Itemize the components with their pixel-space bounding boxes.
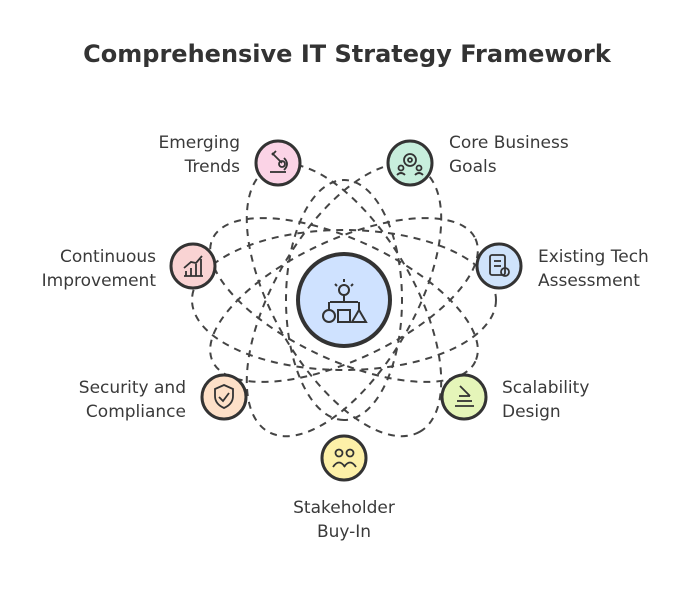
node-emerging-trends: [254, 139, 302, 187]
diagram-title: Comprehensive IT Strategy Framework: [83, 40, 611, 68]
label-core-business-goals: Core Business Goals: [449, 133, 569, 177]
center-hub: [296, 252, 392, 348]
strategy-flowchart-icon: [322, 279, 368, 323]
node-core-business-goals: [386, 139, 434, 187]
label-security-and-compliance: Security and Compliance: [78, 378, 186, 422]
label-emerging-trends: Emerging Trends: [158, 133, 240, 177]
node-security-and-compliance: [200, 373, 248, 421]
people-icon: [332, 448, 357, 468]
node-scalability-design: [440, 373, 488, 421]
orbit-ellipse: [285, 179, 403, 421]
orbit-ellipse: [209, 217, 479, 383]
node-stakeholder-buy-in: [320, 434, 368, 482]
microscope-icon: [270, 150, 288, 173]
label-continuous-improvement: Continuous Improvement: [41, 247, 156, 291]
label-stakeholder-buy-in: Stakeholder Buy-In: [293, 498, 395, 542]
team-goals-icon: [396, 153, 424, 176]
label-scalability-design: Scalability Design: [502, 378, 590, 422]
layers-design-icon: [455, 385, 474, 407]
chart-growth-icon: [183, 255, 203, 277]
orbit-ellipse: [191, 229, 497, 371]
orbit-ellipse: [245, 162, 443, 438]
shield-check-icon: [214, 384, 234, 409]
node-continuous-improvement: [169, 242, 217, 290]
node-existing-tech-assessment: [475, 242, 523, 290]
checklist-icon: [489, 254, 510, 277]
orbit-ellipse: [209, 217, 479, 383]
label-existing-tech-assessment: Existing Tech Assessment: [538, 247, 649, 291]
